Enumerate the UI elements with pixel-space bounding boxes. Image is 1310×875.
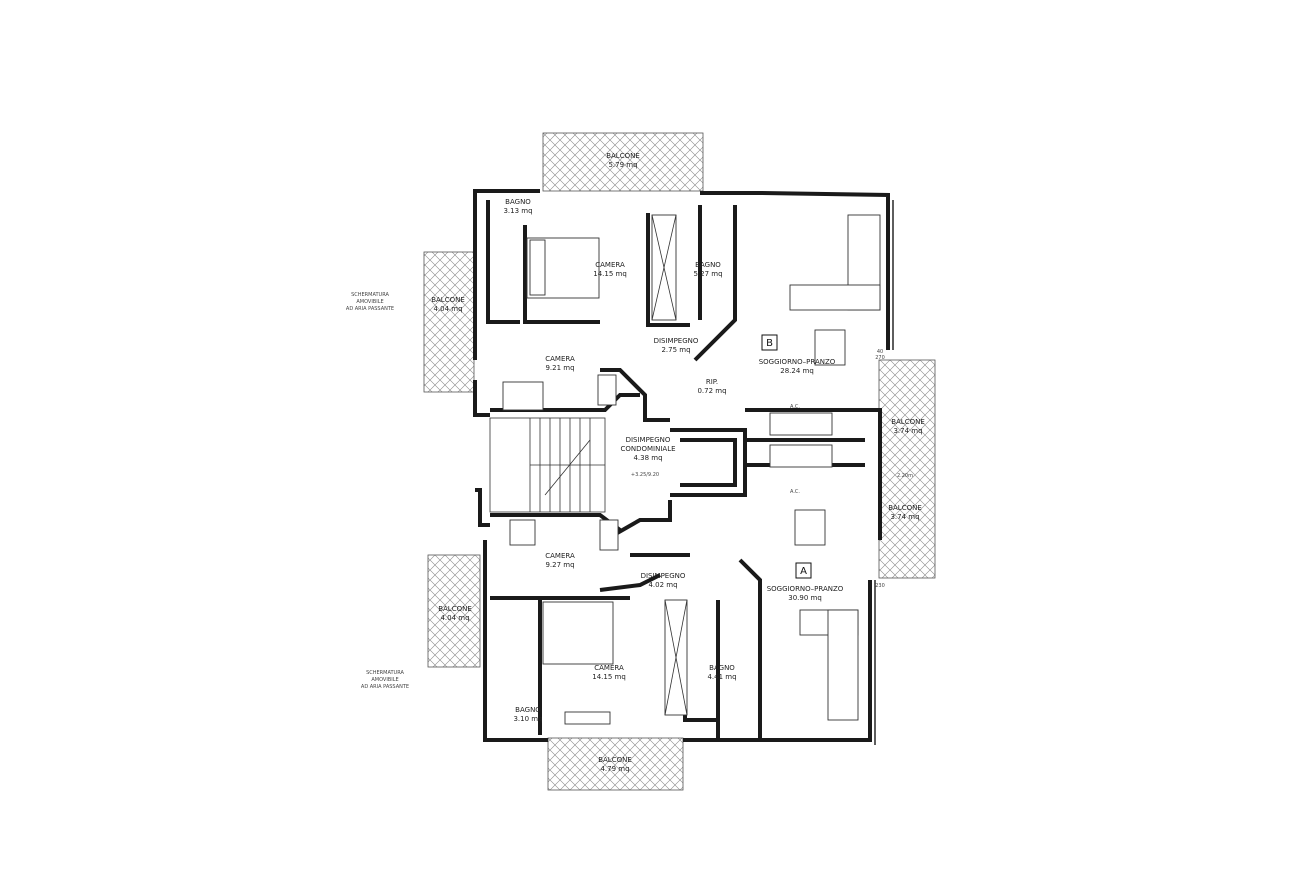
dimension-labels: 40 270 230 2.20m xyxy=(875,349,913,589)
screen-top-l2: AMOVIBILE xyxy=(356,299,383,305)
label-balcone-rb-name: BALCONE xyxy=(888,504,922,512)
label-camera-bl-area: 9.27 mq xyxy=(545,561,574,569)
label-soggiorno-a-area: 30.90 mq xyxy=(788,594,822,602)
screen-top-l3: AD ARIA PASSANTE xyxy=(346,306,394,312)
table-b xyxy=(814,329,846,366)
label-balcone-lb-name: BALCONE xyxy=(438,605,472,613)
dim-d4: 2.20m xyxy=(897,473,913,479)
ac-label-b: A.C. xyxy=(790,404,800,410)
label-rip-area: 0.72 mq xyxy=(697,387,726,395)
ac-label-a: A.C. xyxy=(790,489,800,495)
label-disimpegno-cond-area: 4.38 mq xyxy=(633,454,662,462)
label-bagno-bl-area: 3.10 mq xyxy=(513,715,542,723)
screen-bottom-l2: AMOVIBILE xyxy=(371,677,398,683)
label-bagno-bm-name: BAGNO xyxy=(709,664,735,672)
screen-bottom-l1: SCHERMATURA xyxy=(366,670,404,676)
label-balcone-rt-name: BALCONE xyxy=(891,418,925,426)
label-balcone-rb-area: 3.74 mq xyxy=(890,513,919,521)
label-disimpegno-cond-name: DISIMPEGNO xyxy=(626,436,671,444)
label-balcone-lt-area: 4.04 mq xyxy=(433,305,462,313)
dim-d2: 270 xyxy=(875,355,885,361)
label-balcone-top-name: BALCONE xyxy=(606,152,640,160)
table-a xyxy=(794,509,826,546)
label-camera-ml-name: CAMERA xyxy=(545,355,575,363)
label-camera-tl-area: 14.15 mq xyxy=(593,270,627,278)
bed-bottom xyxy=(542,601,614,665)
label-balcone-lb-area: 4.04 mq xyxy=(440,614,469,622)
stairs xyxy=(489,417,606,513)
label-level: +3.25/9.20 xyxy=(631,472,659,478)
label-soggiorno-b-name: SOGGIORNO–PRANZO xyxy=(759,358,836,366)
label-disimpegno-a-name: DISIMPEGNO xyxy=(641,572,686,580)
label-balcone-bot-name: BALCONE xyxy=(598,756,632,764)
unit-a-box xyxy=(795,562,812,579)
label-bagno-bm-area: 4.41 mq xyxy=(707,673,736,681)
balcony-top xyxy=(542,132,704,192)
unit-markers: B A xyxy=(761,334,812,579)
label-balcone-lt-name: BALCONE xyxy=(431,296,465,304)
screen-top-l1: SCHERMATURA xyxy=(351,292,389,298)
kitchen-b xyxy=(769,412,833,436)
label-balcone-bot-area: 4.79 mq xyxy=(600,765,629,773)
label-bagno-tl-area: 3.13 mq xyxy=(503,207,532,215)
furniture xyxy=(502,214,881,725)
kitchen-a xyxy=(769,444,833,468)
label-camera-tl-name: CAMERA xyxy=(595,261,625,269)
balcony-bottom xyxy=(547,737,684,791)
label-soggiorno-b-area: 28.24 mq xyxy=(780,367,814,375)
screen-bottom-l3: AD ARIA PASSANTE xyxy=(361,684,409,690)
label-bagno-tr-name: BAGNO xyxy=(695,261,721,269)
dim-d1: 40 xyxy=(877,349,883,355)
balcony-right xyxy=(878,359,936,579)
desk-bl xyxy=(509,519,536,546)
label-camera-br-name: CAMERA xyxy=(594,664,624,672)
balconies xyxy=(423,132,936,791)
balcony-left-bottom xyxy=(427,554,481,668)
label-bagno-tl-name: BAGNO xyxy=(505,198,531,206)
label-balcone-top-area: 5.79 mq xyxy=(608,161,637,169)
label-disimpegno-b-area: 2.75 mq xyxy=(661,346,690,354)
label-balcone-rt-area: 3.74 mq xyxy=(893,427,922,435)
balcony-left-top xyxy=(423,251,475,393)
label-disimpegno-cond-name2: CONDOMINIALE xyxy=(620,445,675,453)
label-bagno-tr-area: 5.27 mq xyxy=(693,270,722,278)
label-bagno-bl-name: BAGNO xyxy=(515,706,541,714)
label-camera-br-area: 14.15 mq xyxy=(592,673,626,681)
screen-labels: SCHERMATURA AMOVIBILE AD ARIA PASSANTE S… xyxy=(346,292,409,690)
label-disimpegno-a-area: 4.02 mq xyxy=(648,581,677,589)
desk-ml xyxy=(502,381,544,411)
label-camera-ml-area: 9.21 mq xyxy=(545,364,574,372)
unit-a-label: A xyxy=(800,566,807,577)
label-soggiorno-a-name: SOGGIORNO–PRANZO xyxy=(767,585,844,593)
unit-b-box xyxy=(761,334,778,351)
outer-walls xyxy=(473,189,894,745)
unit-b-label: B xyxy=(766,338,773,349)
label-disimpegno-b-name: DISIMPEGNO xyxy=(654,337,699,345)
label-camera-bl-name: CAMERA xyxy=(545,552,575,560)
dim-d3: 230 xyxy=(875,583,885,589)
room-labels: BALCONE 5.79 mq BAGNO 3.13 mq CAMERA 14.… xyxy=(431,152,925,773)
ac-markers: A.C. A.C. xyxy=(790,404,800,495)
label-rip-name: RIP. xyxy=(706,378,718,386)
